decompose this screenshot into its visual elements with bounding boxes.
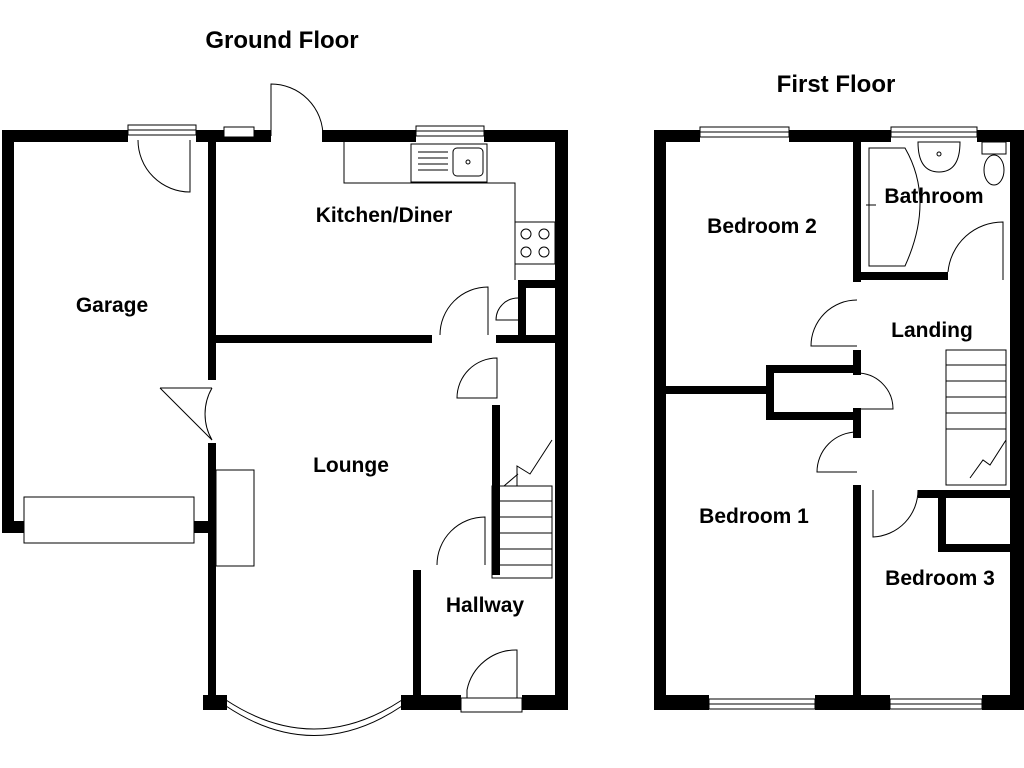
kitchen-walls [216, 130, 568, 710]
bedroom-1-door [816, 431, 858, 473]
first-floor-plan: First Floor [654, 71, 1024, 710]
hob-icon [514, 221, 556, 265]
toilet-icon [981, 141, 1007, 186]
room-label-kitchen-diner: Kitchen/Diner [316, 204, 453, 227]
sink-icon [410, 143, 488, 183]
basin-icon [917, 141, 961, 173]
room-label-bedroom-3: Bedroom 3 [885, 567, 995, 590]
first-floor-walls [654, 130, 1024, 710]
bathroom-door [947, 221, 1004, 280]
kitchen-small-window [223, 126, 255, 138]
room-label-hallway: Hallway [446, 594, 525, 617]
room-label-lounge: Lounge [313, 454, 389, 477]
bay-window [225, 699, 403, 730]
bedroom-2-door [810, 299, 858, 347]
room-label-bathroom: Bathroom [884, 185, 983, 208]
garage-side-door [137, 139, 191, 193]
cupboard-door [495, 297, 519, 321]
lounge-hall-door [456, 357, 498, 399]
landing-staircase [945, 349, 1007, 486]
bath-icon [866, 147, 921, 267]
kitchen-lounge-door [439, 286, 489, 336]
ground-floor-plan: Ground Floor [2, 27, 568, 736]
garage-lounge-door [159, 387, 213, 441]
room-label-garage: Garage [76, 294, 148, 317]
hallway-lounge-door [436, 516, 486, 566]
airing-cupboard-door [856, 372, 894, 410]
staircase [491, 439, 553, 579]
room-label-landing: Landing [891, 319, 973, 342]
room-label-bedroom-2: Bedroom 2 [707, 215, 817, 238]
first-floor-title: First Floor [777, 71, 896, 98]
fireplace [215, 469, 255, 567]
kitchen-rear-door [270, 83, 324, 137]
bedroom-3-door [872, 489, 919, 538]
room-label-bedroom-1: Bedroom 1 [699, 505, 809, 528]
garage-door [23, 496, 195, 544]
garage-walls [2, 130, 226, 533]
front-door [466, 649, 518, 706]
ground-floor-title: Ground Floor [205, 27, 358, 54]
lounge-walls [203, 405, 568, 710]
